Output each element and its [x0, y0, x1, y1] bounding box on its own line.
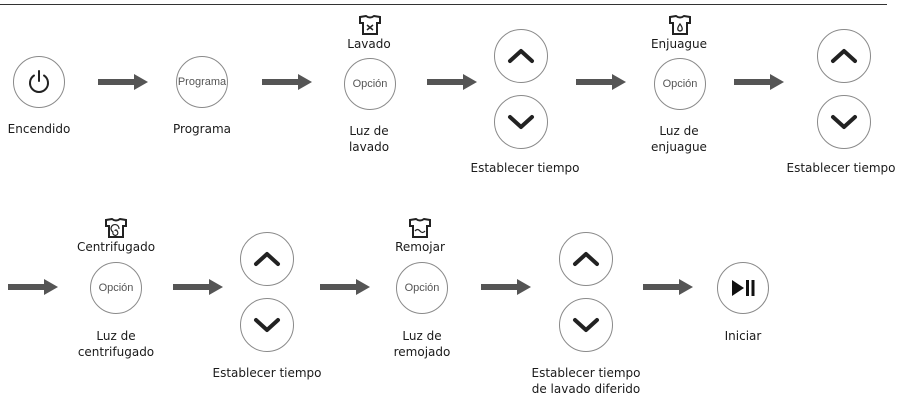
top-divider	[0, 4, 887, 5]
power-icon	[29, 70, 49, 93]
rinse-shirt-icon	[669, 15, 691, 35]
time-up-button[interactable]	[240, 232, 294, 286]
time-up-button[interactable]	[494, 29, 548, 83]
flow-arrow	[427, 74, 477, 90]
chevron-down-icon	[573, 318, 599, 332]
start-label: Iniciar	[724, 329, 762, 343]
flow-arrow	[481, 279, 531, 295]
set-time-label: Establecer tiempo	[470, 161, 580, 175]
time-up-button[interactable]	[817, 29, 871, 83]
set-time-label: Establecer tiempo	[786, 161, 896, 175]
soak-title: Remojar	[395, 240, 445, 254]
time-down-button[interactable]	[817, 95, 871, 149]
chevron-down-icon	[508, 115, 534, 129]
play-pause-icon	[732, 280, 755, 296]
rinse-option-button[interactable]: Opción	[654, 58, 706, 110]
flow-arrow	[173, 279, 223, 295]
spin-option-button[interactable]: Opción	[90, 262, 142, 314]
time-down-button[interactable]	[240, 298, 294, 352]
start-pause-button[interactable]	[717, 262, 769, 314]
flow-arrow	[98, 74, 148, 90]
flow-arrow	[576, 74, 626, 90]
flow-arrow	[262, 74, 312, 90]
delay-down-button[interactable]	[559, 298, 613, 352]
rinse-title: Enjuague	[650, 37, 708, 51]
flow-arrow	[8, 279, 58, 295]
flow-arrow	[320, 279, 370, 295]
program-button[interactable]: Programa	[176, 56, 228, 108]
wash-shirt-icon	[359, 15, 381, 35]
soak-shirt-icon	[409, 218, 431, 238]
soak-option-text: Opción	[404, 282, 440, 294]
delay-up-button[interactable]	[559, 232, 613, 286]
chevron-up-icon	[831, 49, 857, 63]
wash-option-text: Opción	[352, 78, 388, 90]
chevron-up-icon	[508, 49, 534, 63]
set-time-label: Establecer tiempo	[212, 366, 322, 380]
spin-title: Centrifugado	[76, 240, 156, 254]
rinse-option-text: Opción	[662, 78, 698, 90]
wash-title: Lavado	[347, 37, 391, 51]
power-label: Encendido	[7, 122, 71, 136]
time-down-button[interactable]	[494, 95, 548, 149]
wash-option-button[interactable]: Opción	[344, 58, 396, 110]
program-label: Programa	[173, 122, 231, 136]
flow-arrow	[734, 74, 784, 90]
spin-option-text: Opción	[98, 282, 134, 294]
chevron-down-icon	[831, 115, 857, 129]
chevron-up-icon	[573, 252, 599, 266]
soak-option-button[interactable]: Opción	[396, 262, 448, 314]
chevron-down-icon	[254, 318, 280, 332]
power-button[interactable]	[13, 56, 65, 108]
chevron-up-icon	[254, 252, 280, 266]
flow-arrow	[643, 279, 693, 295]
program-button-text: Programa	[177, 76, 227, 88]
spin-shirt-icon	[105, 218, 127, 238]
